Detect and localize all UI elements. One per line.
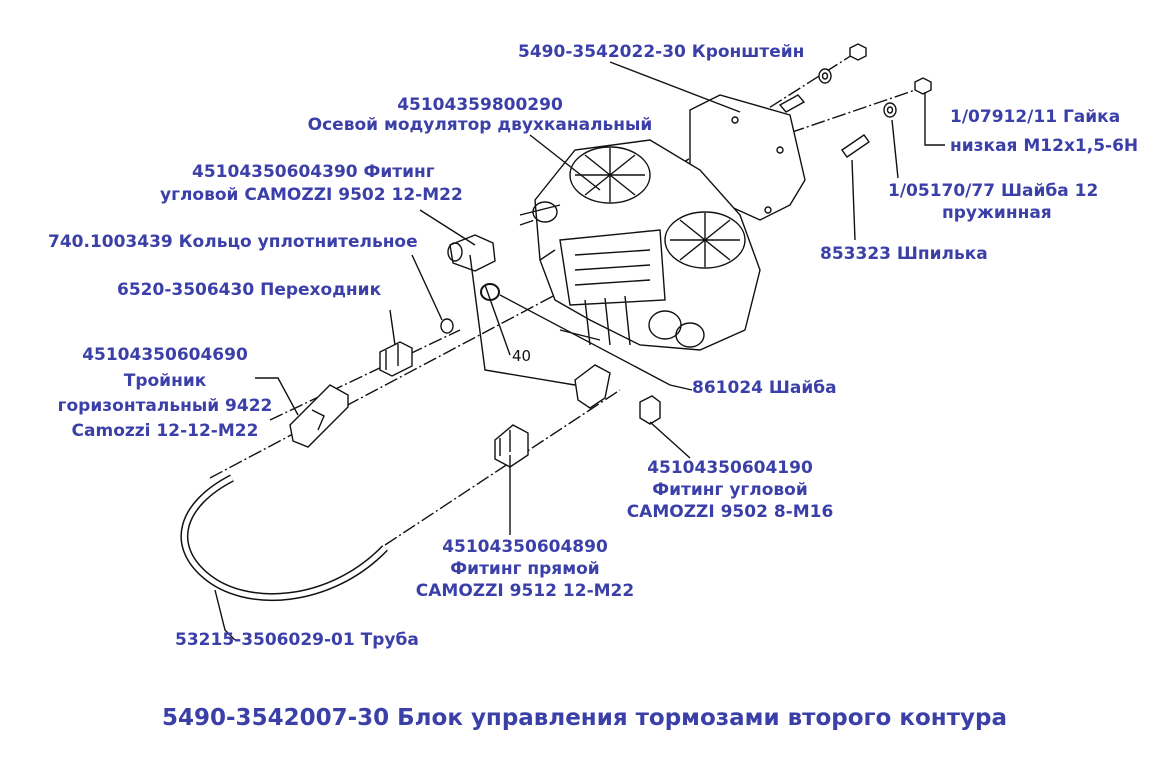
label-tee-name: Тройник xyxy=(123,371,207,391)
axis-tee xyxy=(269,329,461,421)
fitting-straight xyxy=(494,424,529,468)
label-nut-line2: низкая M12x1,5-6H xyxy=(950,136,1139,156)
label-washer12-line2: пружинная xyxy=(942,203,1052,223)
label-fitting-angle-8-spec: CAMOZZI 9502 8-M16 xyxy=(626,502,834,522)
label-tee-spec: Camozzi 12-12-M22 xyxy=(71,421,259,441)
callout-number: 40 xyxy=(512,347,532,365)
label-tee-type: горизонтальный 9422 xyxy=(57,396,273,416)
label-modulator-name: Осевой модулятор двухканальный xyxy=(307,115,653,135)
fitting-angle-lower xyxy=(574,364,611,409)
adapter-shape xyxy=(379,341,413,377)
label-stud: 853323 Шпилька xyxy=(820,244,988,264)
leader-stud xyxy=(851,159,856,241)
tee-shape xyxy=(289,384,349,448)
fitting-angle-12 xyxy=(449,234,496,272)
label-nut-line1: 1/07912/11 Гайка xyxy=(950,107,1121,127)
leader-bracket xyxy=(609,61,741,113)
leader-tube xyxy=(214,589,236,641)
label-fitting-straight-spec: CAMOZZI 9512 12-M22 xyxy=(415,581,635,601)
label-fitting-angle-12-name: угловой CAMOZZI 9502 12-M22 xyxy=(160,185,463,205)
leader-modulator xyxy=(529,134,601,191)
leader-fitting8 xyxy=(649,421,691,459)
label-fitting-angle-12-code: 45104350604390 Фитинг xyxy=(192,162,435,182)
leader-ring xyxy=(411,254,443,321)
label-fitting-straight-name: Фитинг прямой xyxy=(450,559,600,579)
label-adapter: 6520-3506430 Переходник xyxy=(117,280,382,300)
leader-nut xyxy=(924,92,945,146)
label-tube: 53215-3506029-01 Труба xyxy=(175,630,419,650)
leader-fitting12 xyxy=(419,209,476,246)
label-tee-code: 45104350604690 xyxy=(82,345,248,365)
axis-lower xyxy=(384,389,621,546)
leader-washer xyxy=(469,254,693,391)
label-modulator-code: 45104359800290 xyxy=(397,95,563,115)
leader-adapter xyxy=(389,309,396,346)
label-fitting-angle-8-name: Фитинг угловой xyxy=(652,480,808,500)
label-washer: 861024 Шайба xyxy=(692,378,837,398)
label-bracket: 5490-3542022-30 Кронштейн xyxy=(518,42,805,62)
modulator-block xyxy=(519,139,761,351)
diagram-title: 5490-3542007-30 Блок управления тормозам… xyxy=(162,705,1007,731)
label-washer12-line1: 1/05170/77 Шайба 12 xyxy=(888,181,1099,201)
label-ring: 740.1003439 Кольцо уплотнительное xyxy=(48,232,418,252)
leader-tee xyxy=(255,377,299,416)
label-fitting-angle-8-code: 45104350604190 xyxy=(647,458,813,478)
leader-washer12 xyxy=(891,119,899,179)
fitting-angle-8 xyxy=(639,395,661,425)
label-fitting-straight-code: 45104350604890 xyxy=(442,537,608,557)
